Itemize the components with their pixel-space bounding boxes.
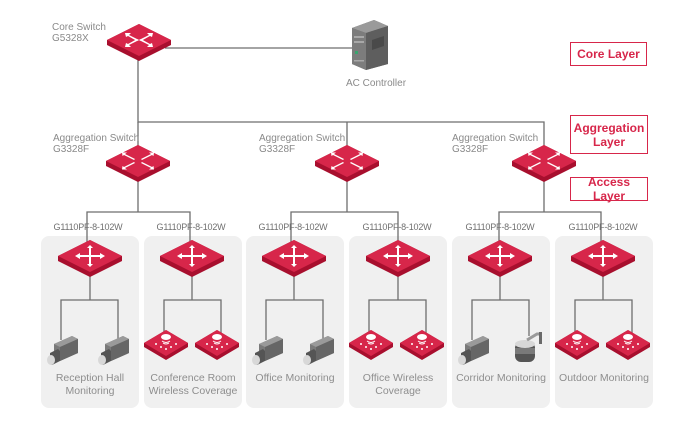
access-caption: Outdoor Monitoring [559,372,649,384]
camera-icon[interactable] [97,336,131,368]
server-icon[interactable] [348,18,392,70]
access-point-icon[interactable] [195,330,241,362]
access-caption: Office Monitoring [255,372,335,384]
access-point-icon[interactable] [555,330,601,362]
access-caption: Conference Room Wireless Coverage [148,372,238,397]
access-caption: Reception Hall Monitoring [55,372,125,397]
access-point-icon[interactable] [400,330,446,362]
access-point-icon[interactable] [144,330,190,362]
access-switch-icon[interactable] [366,240,432,280]
link-agg2-access [290,180,399,245]
access-switch-model: G1110PF-8-102W [53,222,123,232]
link-agg1-access [86,180,191,245]
camera-icon[interactable] [457,336,491,368]
access-point-icon[interactable] [349,330,395,362]
controller-label: AC Controller [346,78,407,89]
access-switch-icon[interactable] [58,240,124,280]
aggregation-layer-badge: Aggregation Layer [570,115,648,154]
aggregation-switch-label: Aggregation Switch [259,133,346,144]
aggregation-switch-icon[interactable] [512,145,578,185]
camera-icon[interactable] [46,336,80,368]
aggregation-switch-model: G3328F [53,144,90,155]
aggregation-switch-label: Aggregation Switch [53,133,140,144]
access-layer-badge: Access Layer [570,175,648,203]
access-switch-icon[interactable] [468,240,534,280]
access-switch-model: G1110PF-8-102W [568,222,638,232]
access-switch-icon[interactable] [160,240,226,280]
aggregation-switch-model: G3328F [259,144,296,155]
access-switch-model: G1110PF-8-102W [465,222,535,232]
aggregation-switch-icon[interactable] [106,145,172,185]
aggregation-switch-label: Aggregation Switch [452,133,539,144]
access-caption: Office Wireless Coverage [362,372,434,397]
dome-camera-icon[interactable] [513,332,545,366]
camera-icon[interactable] [251,336,285,368]
core-layer-badge: Core Layer [570,42,647,66]
access-switch-model: G1110PF-8-102W [156,222,226,232]
link-agg3-access [498,180,602,245]
core-switch-icon[interactable] [107,24,173,64]
aggregation-switch-icon[interactable] [315,145,381,185]
aggregation-switch-model: G3328F [452,144,489,155]
access-switch-model: G1110PF-8-102W [258,222,328,232]
access-caption: Corridor Monitoring [456,372,546,384]
camera-icon[interactable] [302,336,336,368]
access-switch-model: G1110PF-8-102W [362,222,432,232]
access-switch-icon[interactable] [262,240,328,280]
core-switch-label: Core Switch [52,22,106,33]
link-core-aggregation-bus [137,58,545,152]
core-switch-model: G5328X [52,33,89,44]
access-switch-icon[interactable] [571,240,637,280]
access-point-icon[interactable] [606,330,652,362]
